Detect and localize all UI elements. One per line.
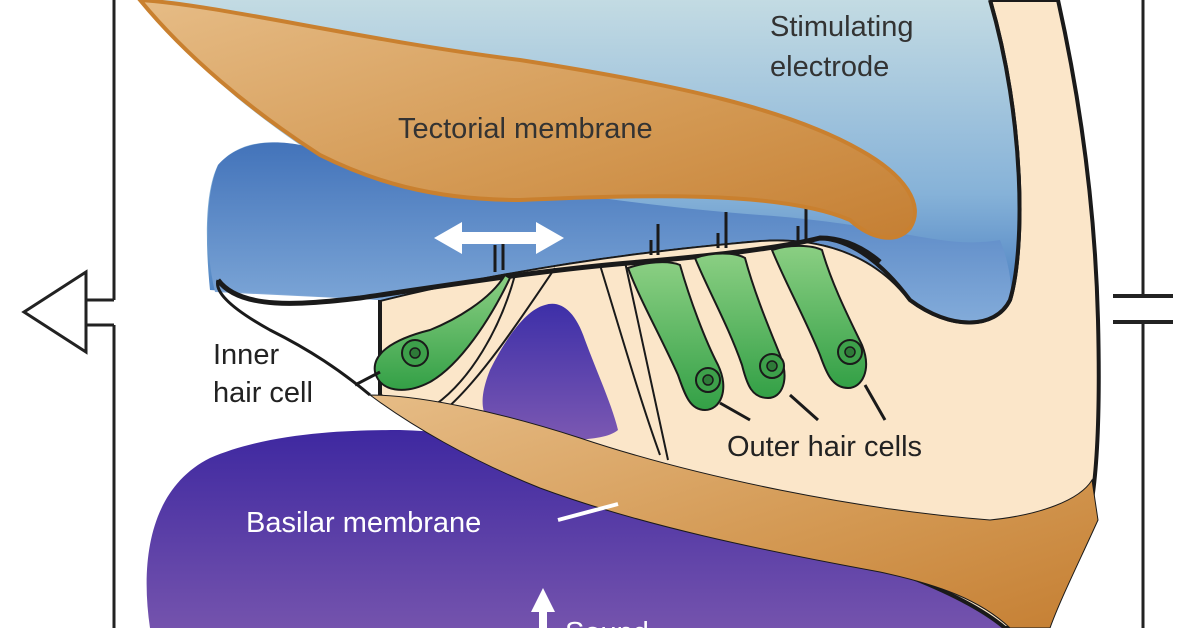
basilar-pointer <box>557 502 619 522</box>
outer-hair-cells <box>626 244 887 422</box>
up-arrow-icon <box>531 588 555 628</box>
inner-hair-cell <box>354 273 512 391</box>
tunnel-of-corti <box>482 303 618 440</box>
outer-hair-cell <box>626 261 751 422</box>
label-outer: Outer hair cells <box>727 431 922 463</box>
amplifier-triangle-icon <box>21 269 88 355</box>
label-sound: Sound <box>565 617 649 628</box>
label-stimulating: Stimulating <box>770 11 913 43</box>
inner-sulcus <box>216 279 371 397</box>
outer-hair-cell <box>770 244 887 421</box>
duct-outline <box>819 0 1022 325</box>
circuit-wires <box>86 0 1145 628</box>
capacitor-icon <box>1113 294 1173 324</box>
label-basilar: Basilar membrane <box>246 507 481 539</box>
label-tectorial: Tectorial membrane <box>398 113 653 145</box>
label-inner: Inner <box>213 339 279 371</box>
pillar-cells <box>434 261 669 461</box>
lower-scala <box>146 430 1020 628</box>
reticular-lamina <box>215 235 882 306</box>
outer-hair-cell <box>693 252 819 422</box>
double-arrow-icon <box>434 222 564 254</box>
tectorial-membrane <box>137 0 917 240</box>
label-electrode: electrode <box>770 51 889 83</box>
basilar-membrane <box>368 394 1099 628</box>
label-hair-cell: hair cell <box>213 377 313 409</box>
